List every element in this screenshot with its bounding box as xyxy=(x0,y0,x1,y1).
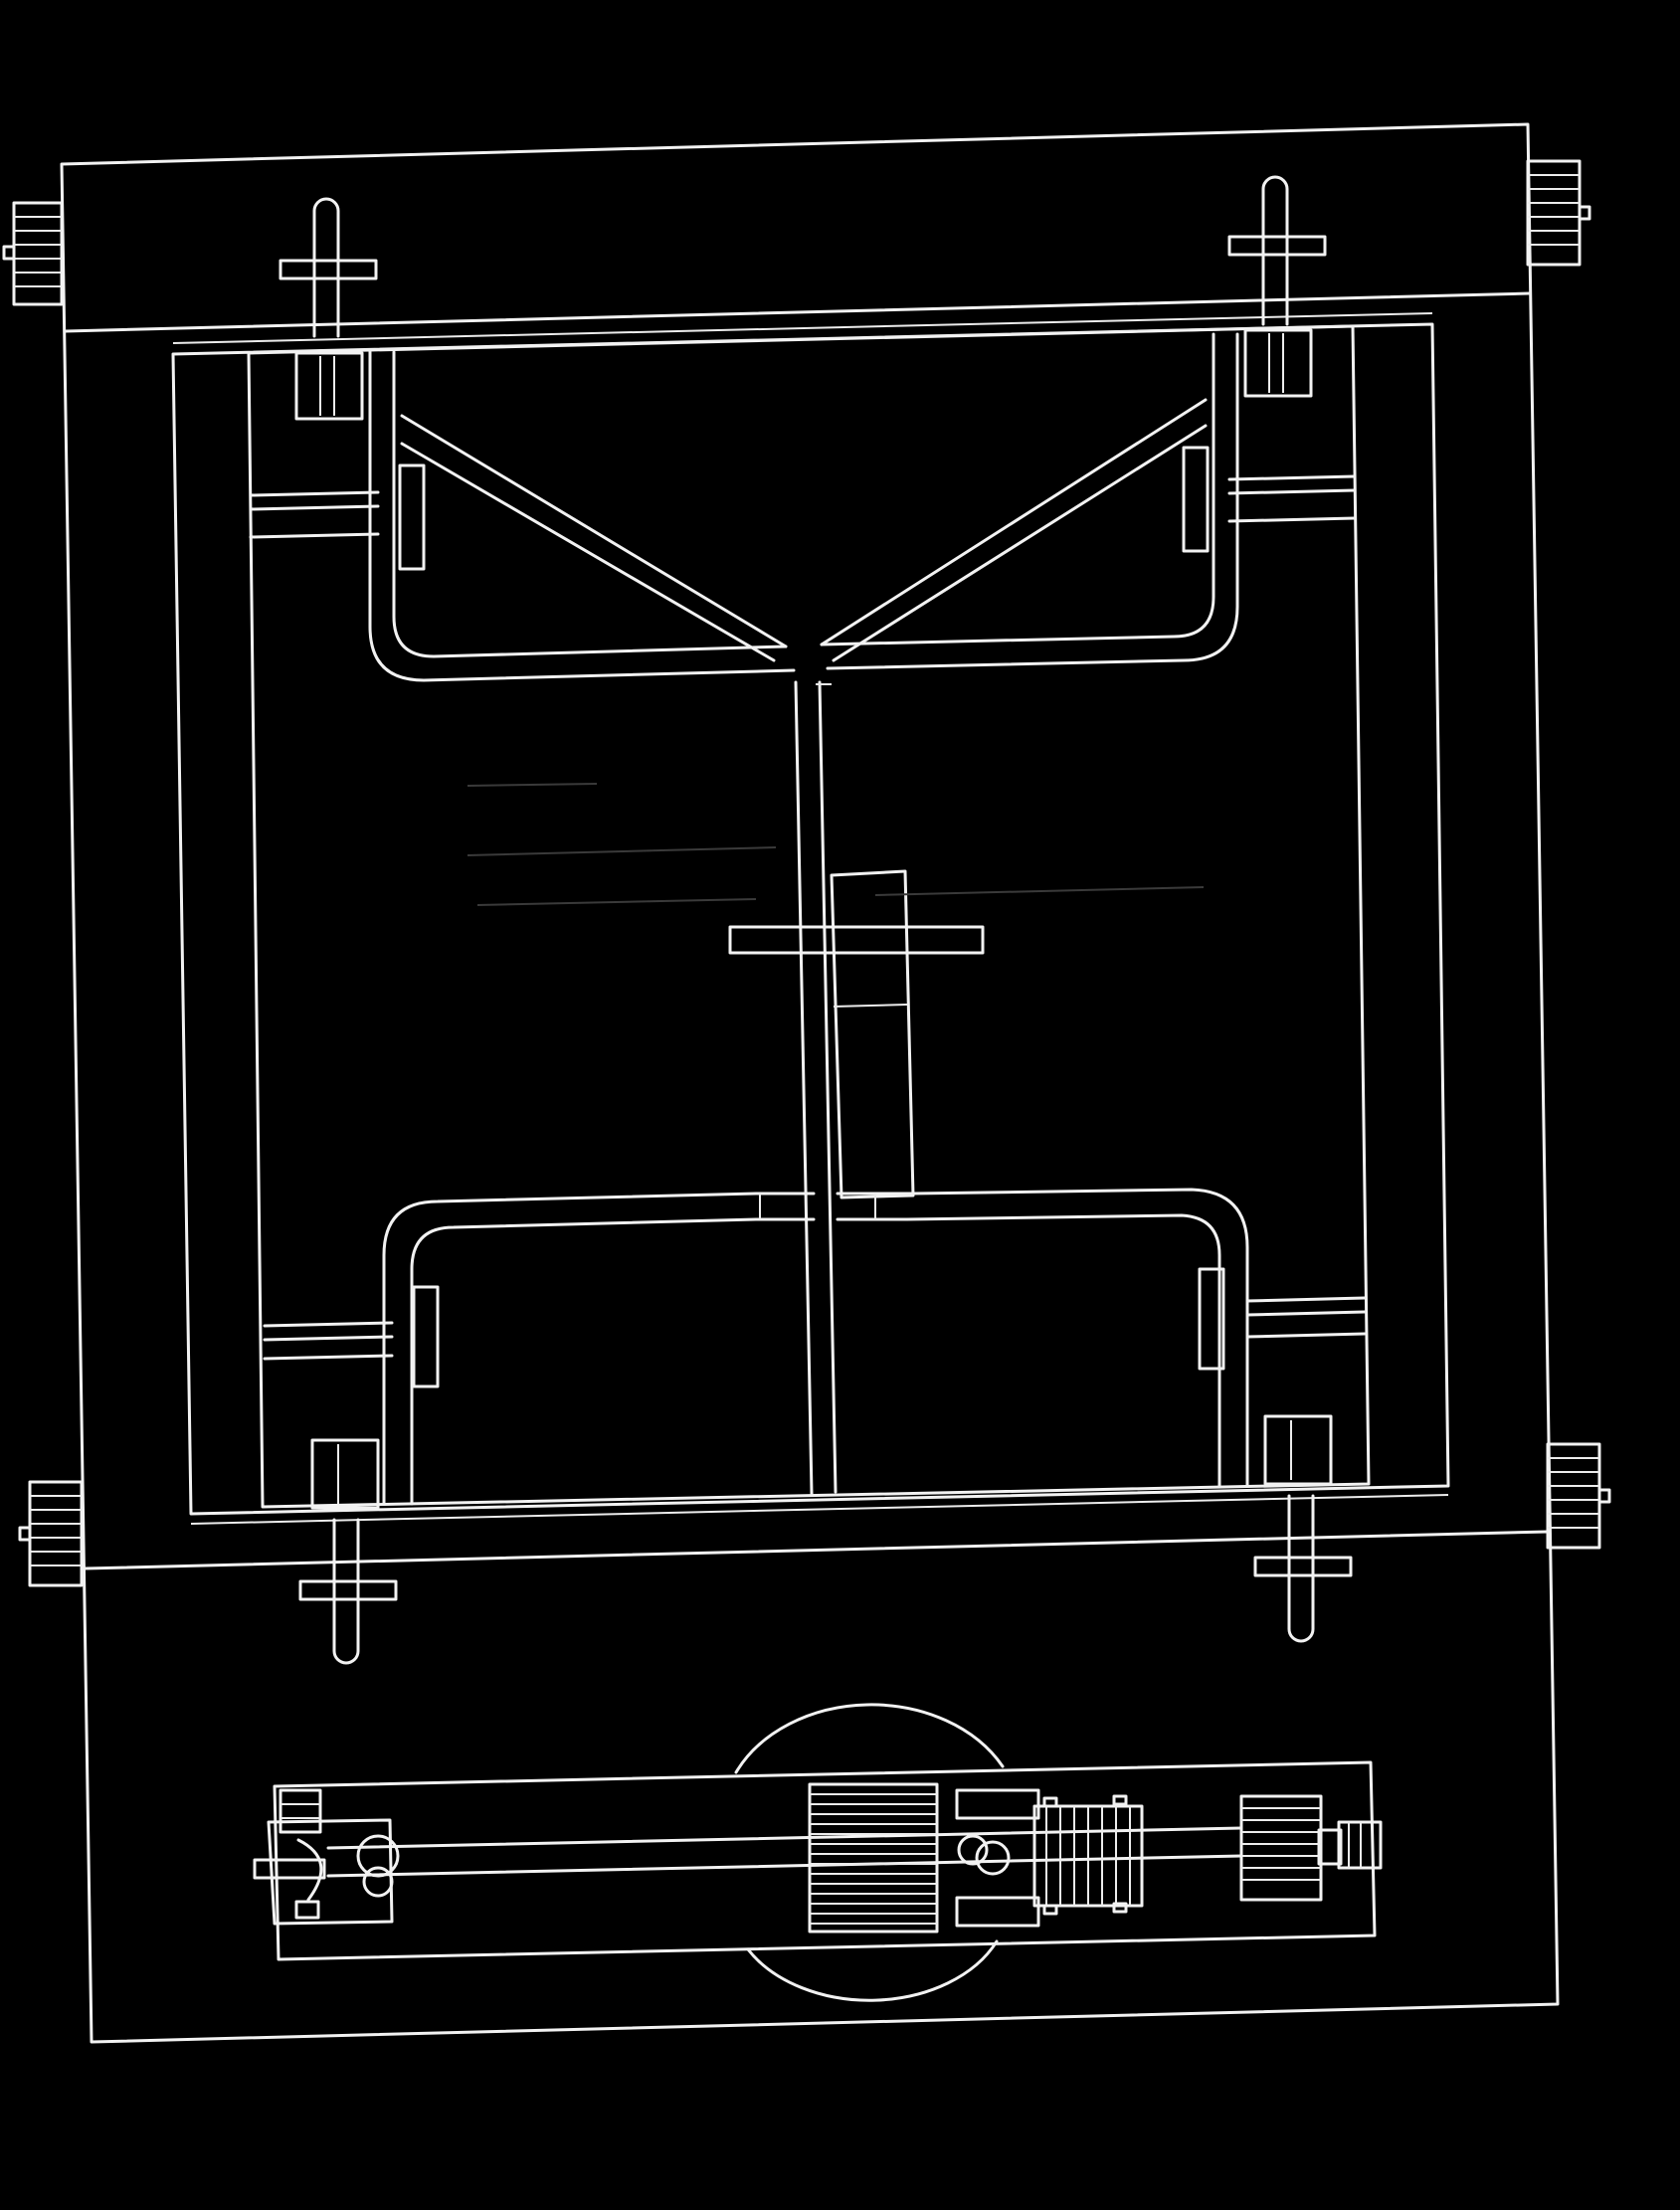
clamp-screw-bottom-right xyxy=(1253,1414,1353,1643)
upper-tube-frame xyxy=(368,332,1239,682)
clamp-screw-top-left xyxy=(279,197,378,421)
drive-shaft xyxy=(326,1826,1243,1878)
central-stem xyxy=(794,680,838,1496)
center-post xyxy=(728,869,985,1199)
knurled-knob-top-right xyxy=(1526,159,1591,267)
knurled-knob-bottom-right xyxy=(1546,1442,1611,1550)
inner-tray xyxy=(171,312,1450,1525)
clamp-screw-bottom-left xyxy=(298,1438,398,1665)
clamp-screw-top-right xyxy=(1227,175,1327,398)
outer-frame xyxy=(60,122,1560,2044)
central-knurled-drum xyxy=(808,1782,939,1934)
faint-scan-marks xyxy=(467,783,1205,906)
right-knurled-wheel xyxy=(1239,1794,1383,1902)
lower-tube-frame xyxy=(382,1188,1249,1506)
bottom-mechanism xyxy=(253,1703,1383,2002)
side-bars xyxy=(249,446,1367,1388)
knurled-knob-bottom-left xyxy=(18,1480,84,1587)
gear-housing xyxy=(955,1788,1144,1928)
knurled-knob-top-left xyxy=(2,201,64,306)
left-end-bracket xyxy=(253,1788,400,1926)
